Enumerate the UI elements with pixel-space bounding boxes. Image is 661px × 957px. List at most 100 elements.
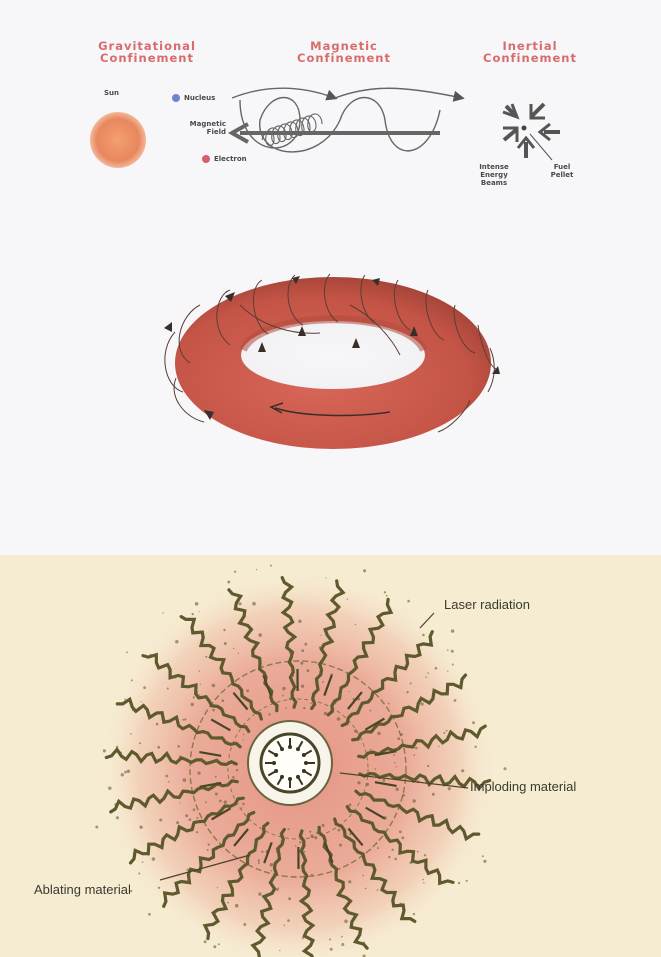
ablation-speck (329, 939, 331, 941)
ablation-speck (186, 869, 188, 871)
inertial-title: Inertial Confinement (480, 40, 580, 64)
ablation-speck (258, 892, 261, 895)
ablation-speck (187, 685, 189, 687)
ablation-speck (324, 712, 327, 715)
ablation-speck (307, 669, 310, 672)
energy-beam-arrows (503, 104, 560, 158)
ablation-speck (287, 919, 290, 922)
ablation-speck (180, 802, 181, 803)
ablation-speck (156, 723, 159, 726)
ablation-speck (189, 818, 192, 821)
ablation-speck (162, 612, 163, 613)
ablation-speck (377, 889, 379, 891)
ablation-speck (438, 746, 439, 747)
ablation-speck (301, 649, 304, 652)
ablation-speck (376, 842, 378, 844)
gravitational-title: Gravitational Confinement (92, 40, 202, 64)
ablation-speck (356, 711, 359, 714)
ablation-speck (369, 710, 371, 712)
electron-label: Electron (214, 155, 247, 163)
ablation-speck (216, 759, 219, 762)
ablation-speck (167, 688, 169, 690)
ablation-speck (393, 754, 395, 756)
ablation-speck (165, 775, 168, 778)
ablation-speck (234, 571, 236, 573)
ablation-speck (377, 847, 379, 849)
implode-arrow-head (274, 769, 278, 773)
ablation-speck (270, 565, 272, 567)
ablation-speck (183, 778, 187, 782)
ablation-speck (143, 686, 146, 689)
ablation-speck (193, 696, 195, 698)
ablation-speck (246, 689, 249, 692)
ablation-speck (386, 595, 388, 597)
ablation-speck (292, 706, 295, 709)
ablation-speck (304, 643, 307, 646)
ablation-speck (116, 816, 119, 819)
ablation-speck (341, 943, 344, 946)
sun-label: Sun (104, 89, 119, 97)
ablation-speck (427, 765, 429, 767)
ablation-speck (177, 745, 180, 748)
ablation-speck (410, 683, 412, 685)
ablation-speck (302, 937, 304, 939)
ablation-speck (310, 702, 312, 704)
ablation-speck (402, 794, 405, 797)
ablation-speck (224, 800, 227, 803)
ablation-speck (301, 685, 304, 688)
ablation-speck (256, 569, 257, 570)
ablation-speck (315, 837, 318, 840)
ablation-speck (357, 781, 360, 784)
ablation-speck (399, 830, 402, 833)
ablation-speck (120, 752, 122, 754)
ablation-speck (258, 862, 260, 864)
ablation-speck (452, 664, 454, 666)
ablation-speck (213, 945, 216, 948)
ablation-speck (127, 770, 130, 773)
ablation-speck (451, 650, 454, 653)
ablation-speck (421, 702, 424, 705)
ablation-speck (242, 803, 244, 805)
ablation-speck (289, 652, 291, 654)
ablation-speck (270, 863, 274, 867)
ablation-speck (396, 788, 399, 791)
ablation-speck (298, 620, 301, 623)
ablation-speck (427, 700, 428, 701)
ablation-speck (413, 799, 416, 802)
sun-icon (90, 112, 146, 168)
ablating-material-label: Ablating material (34, 882, 131, 897)
ablation-speck (152, 857, 156, 861)
ablation-speck (197, 772, 200, 775)
ablation-speck (196, 817, 198, 819)
implode-arrow-head (274, 753, 278, 757)
ablation-speck (149, 654, 152, 657)
ablation-speck (447, 671, 448, 672)
ablation-speck (252, 602, 256, 606)
ablation-speck (362, 875, 364, 877)
ablation-speck (429, 639, 431, 641)
ablation-speck (397, 737, 400, 740)
ablation-speck (413, 913, 415, 915)
ablation-speck (207, 849, 209, 851)
ablation-speck (475, 746, 477, 748)
ablation-speck (400, 733, 403, 736)
ablation-speck (217, 887, 218, 888)
ablation-speck (132, 708, 135, 711)
ablation-speck (193, 808, 196, 811)
ablation-speck (276, 851, 278, 853)
ablation-speck (243, 734, 244, 735)
ablation-speck (205, 656, 207, 658)
ablation-speck (271, 870, 272, 871)
ablation-speck (400, 903, 403, 906)
implode-arrow-head (304, 761, 308, 765)
fuel-pellet-label: Fuel Pellet (548, 163, 576, 179)
ablation-speck (159, 819, 162, 822)
ablation-speck (388, 856, 390, 858)
ablation-speck (241, 807, 243, 809)
ablation-speck (221, 699, 224, 702)
ablation-speck (285, 707, 287, 709)
ablation-speck (483, 860, 486, 863)
ablation-speck (319, 646, 322, 649)
ablation-speck (138, 873, 140, 875)
ablation-speck (243, 923, 246, 926)
